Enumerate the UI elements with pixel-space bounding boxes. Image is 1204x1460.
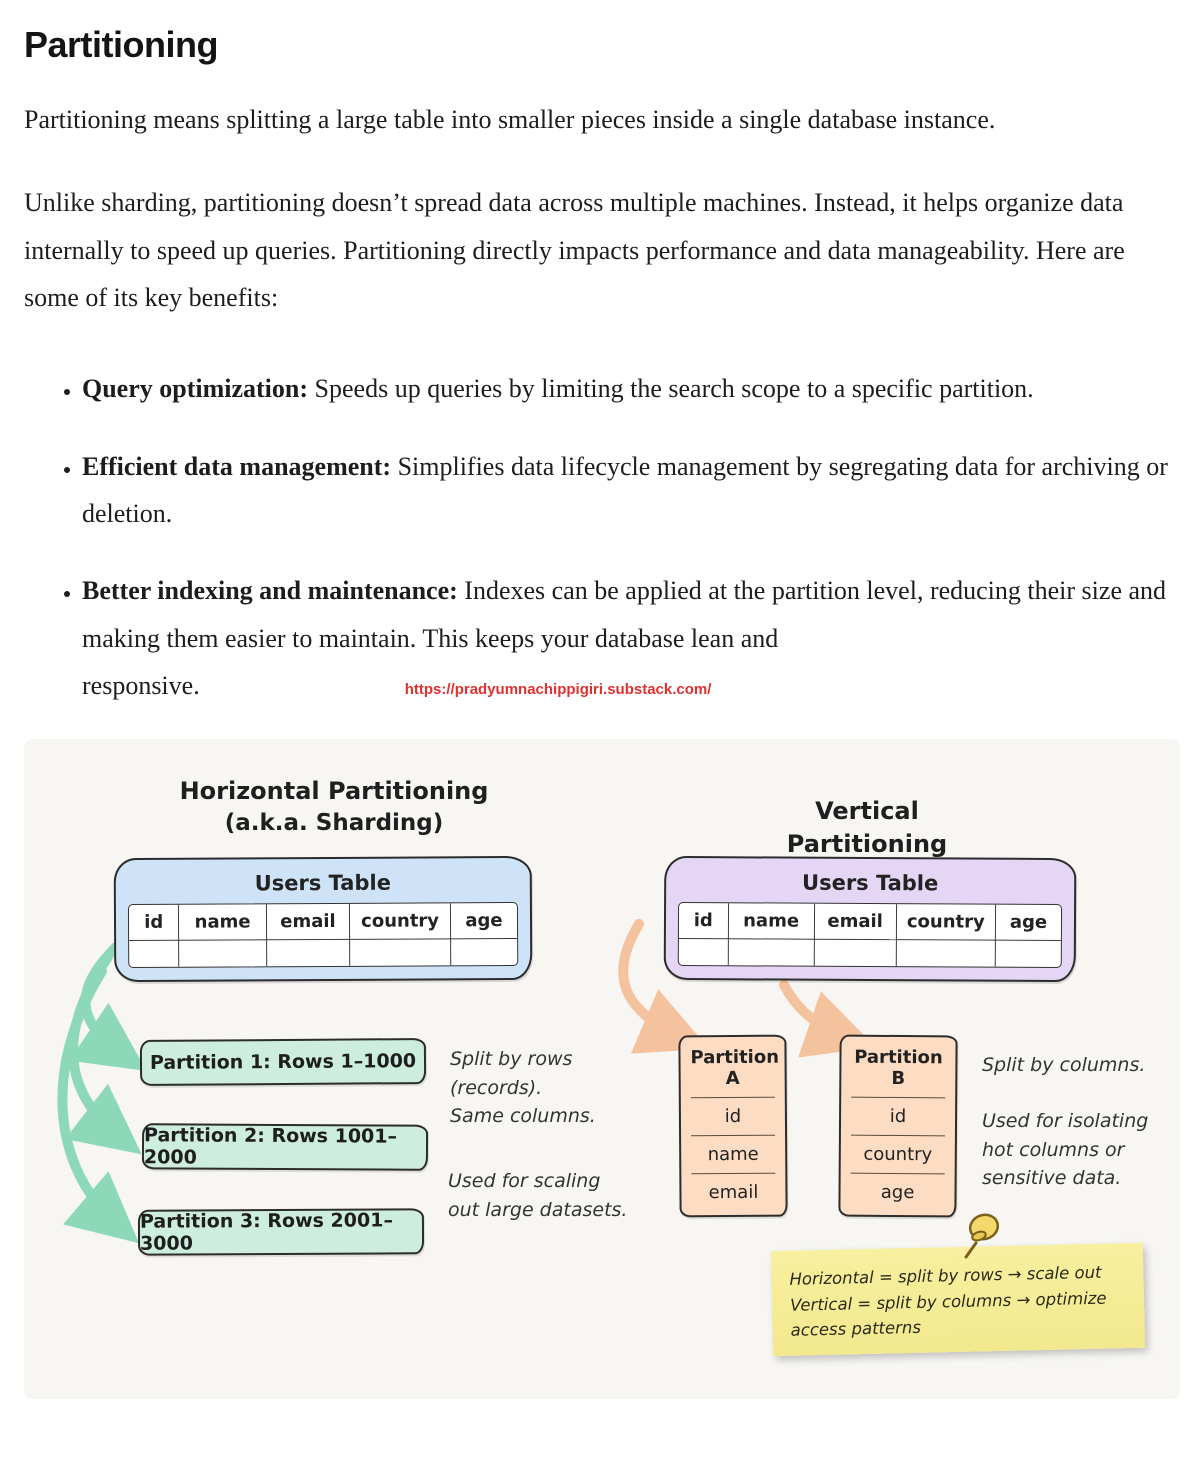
partition-b-row: country [850,1134,945,1174]
bullet-text: Indexes can be applied at the partition … [82,576,1167,700]
column-header: age [995,904,1062,942]
pushpin-icon [964,1213,1000,1259]
page-title: Partitioning [24,24,219,65]
column-header: id [678,903,729,940]
empty-cell [266,939,351,967]
partition-2-box: Partition 2: Rows 1001–2000 [141,1123,429,1171]
users-table: id name email country age [677,902,1063,969]
benefits-paragraph: Unlike sharding, partitioning doesn’t sp… [24,188,1125,312]
green-arrow-icon [57,942,147,1244]
empty-cell [350,939,452,966]
column-header: age [450,903,518,940]
empty-cell [896,940,996,967]
empty-cell [129,940,180,968]
empty-cell [179,940,267,967]
horizontal-title: Horizontal Partitioning (a.k.a. Sharding… [174,775,494,838]
vertical-note-2: Used for isolating hot columns or sensit… [982,1110,1149,1190]
partition-b-row: age [850,1172,945,1212]
horizontal-note-1: Split by rows (records). Same columns. [450,1048,596,1128]
users-table-title: Users Table [254,870,391,896]
partition-b-title: Partition B [854,1046,943,1090]
empty-cell [814,939,897,967]
bullet-lead: Better indexing and maintenance: [82,576,458,606]
users-table: id name email country age [127,902,519,969]
partition-a-row: name [691,1134,776,1174]
source-link[interactable]: https://pradyumnachippigiri.substack.com… [404,680,712,698]
bullet-text: Speeds up queries by limiting the search… [308,374,1034,404]
horizontal-title-line2: (a.k.a. Sharding) [224,809,444,836]
column-header: name [179,904,267,941]
benefits-list: Query optimization: Speeds up queries by… [24,365,1180,709]
column-header: email [266,903,351,941]
intro-paragraph: Partitioning means splitting a large tab… [24,105,996,134]
partition-b-row: id [850,1096,946,1136]
column-header: country [350,903,452,940]
horizontal-title-line1: Horizontal Partitioning [179,777,489,806]
sticky-line-2: Vertical = split by columns → optimize a… [789,1288,1107,1341]
list-item: Query optimization: Speeds up queries by… [82,365,1180,412]
list-item: Better indexing and maintenance: Indexes… [82,567,1180,709]
horizontal-note-2: Used for scaling out large datasets. [448,1170,628,1221]
empty-cell [728,939,815,966]
bullet-lead: Query optimization: [82,374,309,404]
empty-cell [678,939,729,966]
partition-b-box: Partition B id country age [838,1034,958,1218]
bullet-lead: Efficient data management: [82,451,392,481]
partition-a-row: email [691,1172,776,1212]
users-table-title: Users Table [802,870,939,896]
column-header: id [128,904,180,942]
horizontal-users-table-box: Users Table id name email country age [113,856,533,983]
column-header: name [728,903,815,940]
partition-a-box: Partition A id name email [678,1034,788,1218]
column-header: email [814,903,897,941]
vertical-note-1: Split by columns. [982,1054,1146,1077]
partition-a-title: Partition A [690,1046,780,1090]
vertical-title: Vertical Partitioning [786,797,948,858]
vertical-users-table-box: Users Table id name email country age [663,856,1077,983]
bullet-text: Simplifies data lifecycle management by … [82,451,1168,528]
partition-1-box: Partition 1: Rows 1–1000 [139,1038,427,1087]
article-content: Partitioning Partitioning means splittin… [0,0,1204,709]
empty-cell [996,941,1061,967]
partitioning-diagram: Horizontal Partitioning (a.k.a. Sharding… [24,739,1180,1400]
list-item: Efficient data management: Simplifies da… [82,443,1180,538]
partition-a-row: id [690,1096,776,1136]
empty-cell [451,939,517,965]
partition-3-box: Partition 3: Rows 2001–3000 [137,1208,425,1256]
column-header: country [896,904,997,941]
